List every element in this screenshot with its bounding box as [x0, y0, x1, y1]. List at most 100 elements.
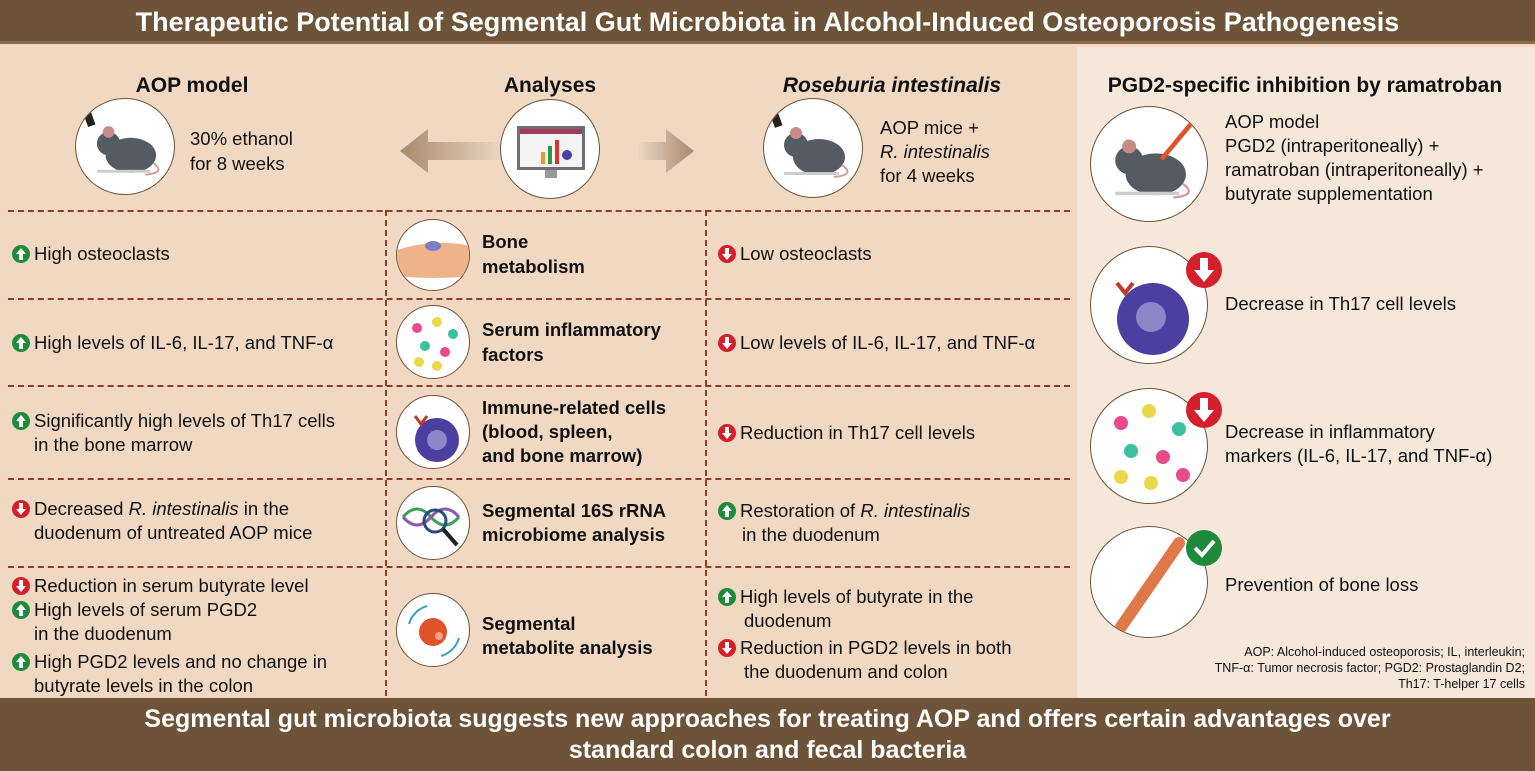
finding-text: High PGD2 levels and no change in — [34, 651, 328, 672]
footnote-line: AOP: Alcohol-induced osteoporosis; IL, i… — [1244, 645, 1525, 659]
ri-model-text: for 4 weeks — [880, 165, 975, 186]
finding-ri: the duodenum and colon — [744, 661, 948, 682]
analysis-label: metabolism — [482, 256, 585, 277]
down-arrow-icon — [718, 245, 736, 263]
title-bar: Therapeutic Potential of Segmental Gut M… — [0, 0, 1535, 44]
finding-aop: in the bone marrow — [34, 434, 193, 455]
finding-aop: in the duodenum — [34, 623, 172, 644]
footnote-line: Th17: T-helper 17 cells — [1398, 677, 1525, 691]
inflammatory-factors-icon — [396, 305, 470, 379]
bone-icon — [396, 219, 470, 291]
monitor-analysis-icon — [500, 99, 600, 199]
finding-text: Low osteoclasts — [740, 243, 872, 264]
header-aop-model: AOP model — [135, 74, 249, 97]
analysis-label: metabolite analysis — [482, 637, 653, 658]
aop-model-text: 30% ethanol — [190, 128, 293, 149]
checkmark-icon — [1186, 530, 1222, 566]
finding-text: High osteoclasts — [34, 243, 170, 264]
finding-text: Reduction in serum butyrate level — [34, 575, 309, 596]
finding-aop: Reduction in serum butyrate level — [12, 574, 309, 598]
finding-text: Reduction in PGD2 levels in both — [740, 637, 1012, 658]
conclusion-text: standard colon and fecal bacteria — [568, 736, 967, 764]
pgd2-th17-text: Decrease in Th17 cell levels — [1225, 293, 1457, 314]
down-arrow-icon — [12, 577, 30, 595]
up-arrow-icon — [718, 502, 736, 520]
down-arrow-icon — [12, 500, 30, 518]
up-arrow-icon — [12, 334, 30, 352]
finding-text: in the — [238, 498, 290, 519]
down-arrow-icon — [1186, 392, 1222, 428]
finding-aop: Significantly high levels of Th17 cells — [12, 409, 335, 433]
pgd2-inflam-text: Decrease in inflammatory — [1225, 421, 1435, 442]
analysis-label: Serum inflammatory — [482, 319, 661, 340]
species-name: R. intestinalis — [860, 500, 971, 521]
pgd2-model-text: ramatroban (intraperitoneally) + — [1225, 159, 1484, 180]
inflammatory-markers-icon — [1090, 388, 1208, 504]
species-name: R. intestinalis — [128, 498, 239, 519]
abbreviations-footnote: AOP: Alcohol-induced osteoporosis; IL, i… — [1215, 644, 1525, 692]
finding-ri: duodenum — [744, 610, 832, 631]
down-arrow-icon — [718, 424, 736, 442]
analysis-label: Segmental — [482, 613, 576, 634]
divider — [385, 210, 387, 696]
th17-cell-icon — [1090, 246, 1208, 364]
mouse-gavage-icon — [763, 98, 863, 198]
finding-aop: Decreased R. intestinalis in the — [12, 497, 289, 521]
pgd2-inflam-text: markers (IL-6, IL-17, and TNF-α) — [1225, 445, 1493, 466]
down-arrow-icon — [1186, 252, 1222, 288]
analysis-label: Bone — [482, 231, 529, 252]
pgd2-model-text: PGD2 (intraperitoneally) + — [1225, 135, 1440, 156]
finding-text: High levels of butyrate in the — [740, 586, 974, 607]
down-arrow-icon — [718, 334, 736, 352]
finding-ri: Reduction in Th17 cell levels — [718, 421, 975, 445]
mouse-ethanol-icon — [75, 98, 175, 195]
divider — [8, 385, 1070, 387]
finding-text: Decreased — [34, 498, 129, 519]
up-arrow-icon — [12, 412, 30, 430]
analysis-label: Immune-related cells — [482, 397, 667, 418]
finding-aop: High osteoclasts — [12, 242, 170, 266]
finding-ri: Reduction in PGD2 levels in both — [718, 636, 1011, 660]
analysis-label: Segmental 16S rRNA — [482, 500, 667, 521]
divider — [8, 478, 1070, 480]
finding-aop: duodenum of untreated AOP mice — [34, 522, 313, 543]
divider — [8, 210, 1070, 212]
conclusion-text: Segmental gut microbiota suggests new ap… — [144, 705, 1391, 733]
divider — [705, 210, 707, 696]
finding-ri: High levels of butyrate in the — [718, 585, 973, 609]
up-arrow-icon — [12, 601, 30, 619]
pgd2-model-text: AOP model — [1225, 111, 1320, 132]
finding-aop: High PGD2 levels and no change in — [12, 650, 327, 674]
finding-ri: in the duodenum — [742, 524, 880, 545]
dna-magnifier-icon — [396, 486, 470, 560]
up-arrow-icon — [718, 588, 736, 606]
pgd2-bone-text: Prevention of bone loss — [1225, 574, 1419, 595]
header-roseburia: Roseburia intestinalis — [782, 74, 1002, 97]
analysis-label: factors — [482, 344, 544, 365]
header-analyses: Analyses — [503, 74, 597, 97]
finding-text: Restoration of — [740, 500, 861, 521]
divider — [8, 298, 1070, 300]
header-pgd2: PGD2-specific inhibition by ramatroban — [1107, 74, 1503, 97]
finding-text: Significantly high levels of Th17 cells — [34, 410, 335, 431]
immune-cell-icon — [396, 395, 470, 469]
finding-ri: Low levels of IL-6, IL-17, and TNF-α — [718, 331, 1035, 355]
analysis-label: and bone marrow) — [482, 445, 643, 466]
conclusion-bar: Segmental gut microbiota suggests new ap… — [0, 698, 1535, 771]
finding-text: Reduction in Th17 cell levels — [740, 422, 976, 443]
bidirectional-arrows-icon — [400, 129, 694, 173]
finding-text: High levels of IL-6, IL-17, and TNF-α — [34, 332, 334, 353]
finding-text: Low levels of IL-6, IL-17, and TNF-α — [740, 332, 1036, 353]
aop-model-text: for 8 weeks — [190, 153, 285, 174]
analysis-label: (blood, spleen, — [482, 421, 613, 442]
mouse-injection-icon — [1090, 106, 1208, 222]
analysis-label: microbiome analysis — [482, 524, 666, 545]
up-arrow-icon — [12, 653, 30, 671]
up-arrow-icon — [12, 245, 30, 263]
ri-model-text: R. intestinalis — [880, 141, 991, 162]
finding-text: High levels of serum PGD2 — [34, 599, 258, 620]
finding-aop: High levels of IL-6, IL-17, and TNF-α — [12, 331, 333, 355]
divider — [8, 566, 1070, 568]
metabolite-cycle-icon — [396, 593, 470, 667]
finding-ri: Restoration of R. intestinalis — [718, 499, 970, 523]
